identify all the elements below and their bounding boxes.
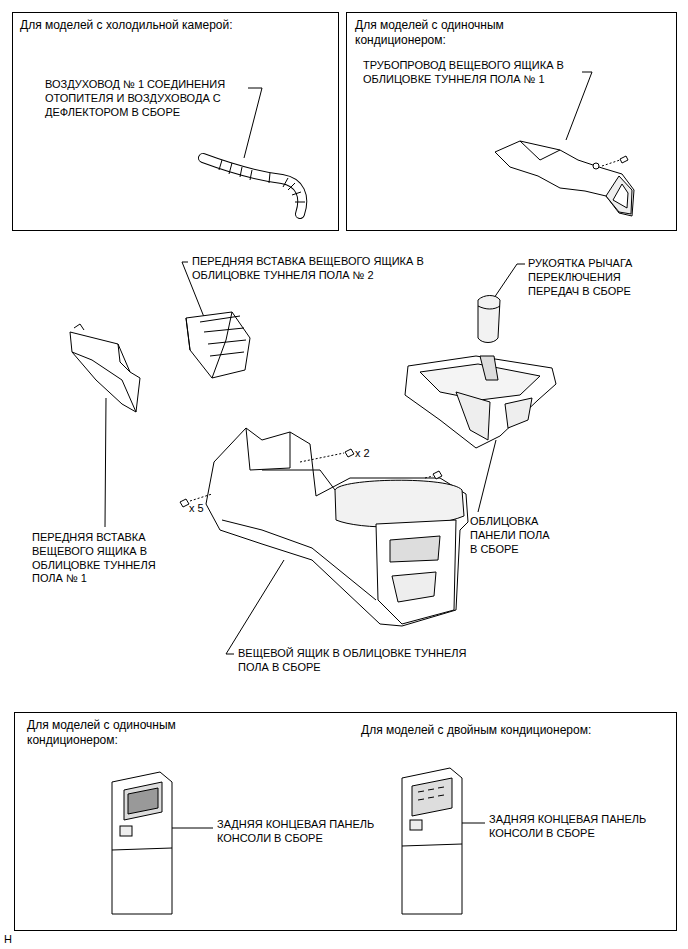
part-name: ПЕРЕДНЯЯ ВСТАВКА ВЕЩЕВОГО ЯЩИКА В ОБЛИЦО… <box>32 531 182 586</box>
front-insert-2-part <box>186 312 250 378</box>
heater-duct-part <box>292 192 301 195</box>
heater-duct-part <box>219 160 305 202</box>
leader-lines-part <box>105 398 106 527</box>
shift-knob-part <box>478 306 500 309</box>
console-box-part <box>206 428 468 626</box>
heater-duct-part <box>203 158 302 214</box>
rear-panel-dual-part <box>402 768 462 914</box>
front-insert-1-part <box>72 352 136 412</box>
shift-knob <box>478 296 500 343</box>
condition-frame: Для моделей с одиночным кондиционером: ТР… <box>346 12 677 231</box>
rear-panel-single-part <box>120 826 132 836</box>
floor-panel-part <box>420 364 540 400</box>
floor-panel-part <box>480 356 498 380</box>
console-duct-part <box>613 184 628 208</box>
heater-duct <box>203 158 305 214</box>
rear-panel-dual-part <box>412 778 452 816</box>
rear-panel-single <box>112 772 172 914</box>
floor-panel <box>405 356 556 448</box>
part-name: ПЕРЕДНЯЯ ВСТАВКА ВЕЩЕВОГО ЯЩИКА В ОБЛИЦО… <box>192 255 447 283</box>
part-name: ОБЛИЦОВКА ПАНЕЛИ ПОЛА В СБОРЕ <box>470 515 558 556</box>
condition-frame: Для моделей с холодильной камерой: ВОЗДУХ… <box>12 12 339 231</box>
part-name: ВОЗДУХОВОД № 1 СОЕДИНЕНИЯ ОТОПИТЕЛЯ И ВО… <box>45 78 250 119</box>
rear-panel-dual <box>402 768 462 914</box>
heater-duct-part <box>295 202 305 203</box>
front-insert-2 <box>186 312 250 378</box>
screws-part <box>433 471 442 479</box>
rear-panel-dual-part <box>402 844 462 846</box>
quantity: x 5 <box>189 502 219 516</box>
heater-duct-part <box>250 170 252 180</box>
part-name: ЗАДНЯЯ КОНЦЕВАЯ ПАНЕЛЬ КОНСОЛИ В СБОРЕ <box>217 818 382 846</box>
console-duct-part <box>520 141 560 160</box>
screws-part <box>180 499 189 507</box>
rear-panel-single-part <box>112 848 172 850</box>
frame-heading: Для моделей с одиночным кондиционером: <box>27 718 212 748</box>
console-box-part <box>246 428 290 470</box>
rear-panel-single-part <box>128 788 158 814</box>
leader-lines-part <box>478 440 496 512</box>
screws-part <box>345 449 354 457</box>
console-box-part <box>262 470 335 490</box>
leader-lines-part <box>226 560 284 654</box>
screws-part <box>190 494 212 501</box>
heater-duct-part <box>240 167 242 177</box>
console-duct-part <box>602 160 620 166</box>
console-duct-part <box>593 163 599 169</box>
frame-heading: Для моделей с двойным кондиционером: <box>361 723 646 738</box>
part-name: ВЕЩЕВОЙ ЯЩИК В ОБЛИЦОВКЕ ТУННЕЛЯ ПОЛА В … <box>238 647 493 675</box>
heater-duct-part <box>288 183 295 190</box>
part-name: РУКОЯТКА РЫЧАГА ПЕРЕКЛЮЧЕНИЯ ПЕРЕДАЧ В С… <box>528 257 646 298</box>
floor-panel-part <box>405 356 556 448</box>
leader-lines-part <box>566 72 592 140</box>
leader-lines <box>105 72 592 828</box>
frame-heading: Для моделей с одиночным кондиционером: <box>355 18 555 48</box>
console-box <box>206 428 468 626</box>
floor-panel-part <box>505 398 532 428</box>
leader-lines-part <box>494 264 525 298</box>
front-insert-2-part <box>200 316 246 356</box>
console-duct-part <box>620 156 628 163</box>
console-duct <box>495 141 634 216</box>
heater-duct-part <box>269 173 270 183</box>
figure-code: H <box>4 933 24 947</box>
heater-duct-part <box>283 178 288 187</box>
frame-heading: Для моделей с холодильной камерой: <box>20 18 320 33</box>
quantity: x 2 <box>355 447 385 461</box>
rear-panel-single-part <box>124 782 162 820</box>
console-box-part <box>376 520 456 624</box>
screws-part <box>425 476 433 478</box>
heater-duct-part <box>229 163 232 174</box>
front-insert-1-part <box>74 324 130 372</box>
screws-part <box>300 453 344 462</box>
front-insert-2-part <box>186 312 232 378</box>
leader-lines-part <box>244 88 262 158</box>
console-box-part <box>390 536 440 562</box>
screws <box>180 449 442 507</box>
rear-panel-dual-part <box>418 787 444 800</box>
part-name: ЗАДНЯЯ КОНЦЕВАЯ ПАНЕЛЬ КОНСОЛИ В СБОРЕ <box>489 813 659 841</box>
front-insert-1 <box>70 324 140 412</box>
console-box-part <box>335 480 464 527</box>
rear-panel-single-part <box>112 772 172 914</box>
part-name: ТРУБОПРОВОД ВЕЩЕВОГО ЯЩИКА В ОБЛИЦОВКЕ Т… <box>363 59 585 87</box>
condition-frame: Для моделей с одиночным кондиционером: ЗА… <box>14 712 677 931</box>
heater-duct-part <box>219 160 222 170</box>
rear-panel-dual-part <box>410 820 422 830</box>
shift-knob-part <box>478 296 500 343</box>
console-box-part <box>222 520 376 600</box>
floor-panel-part <box>456 392 490 440</box>
console-duct-part <box>495 141 634 216</box>
heater-duct-part <box>203 158 302 214</box>
console-duct-part <box>606 176 632 214</box>
console-box-part <box>392 572 436 602</box>
